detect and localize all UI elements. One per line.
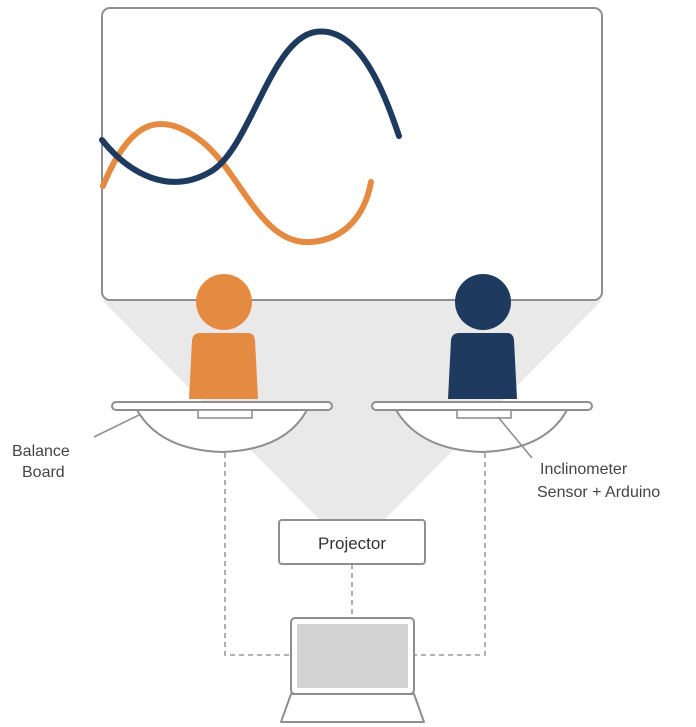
balance-board-label-line1: Balance	[12, 443, 70, 460]
left-balance-board	[111, 401, 333, 454]
left-player-body	[189, 333, 258, 399]
right-board-rocker	[395, 409, 568, 454]
sensor-label-line2: Sensor + Arduino	[537, 484, 660, 501]
orange-sine-curve	[100, 121, 374, 246]
sensor-leader-line	[497, 416, 533, 459]
sensor-label-line1: Inclinometer	[540, 461, 628, 478]
connection-cables	[224, 417, 486, 656]
projection-screen	[101, 7, 603, 301]
right-board-cable	[414, 417, 486, 656]
right-board-deck	[371, 401, 593, 411]
laptop-screen	[297, 624, 408, 688]
laptop-keyboard-base	[280, 693, 425, 723]
right-inclinometer-sensor	[456, 409, 512, 419]
projector-box: Projector	[278, 519, 426, 565]
projector-outline	[278, 519, 426, 565]
left-board-rocker	[136, 409, 308, 454]
left-board-deck	[111, 401, 333, 411]
right-player-head	[455, 274, 511, 330]
balance-board-label-line2: Board	[22, 464, 65, 481]
left-player-figure	[189, 274, 258, 399]
left-inclinometer-sensor	[197, 409, 253, 419]
balance-board-leader-line	[93, 414, 140, 438]
right-player-body	[448, 333, 517, 399]
projector-label: Projector	[318, 534, 386, 553]
left-player-head	[196, 274, 252, 330]
right-balance-board	[371, 401, 593, 454]
right-player-figure	[448, 274, 517, 399]
navy-sine-curve	[99, 28, 402, 185]
left-board-cable	[224, 417, 291, 656]
laptop-icon	[280, 617, 425, 723]
